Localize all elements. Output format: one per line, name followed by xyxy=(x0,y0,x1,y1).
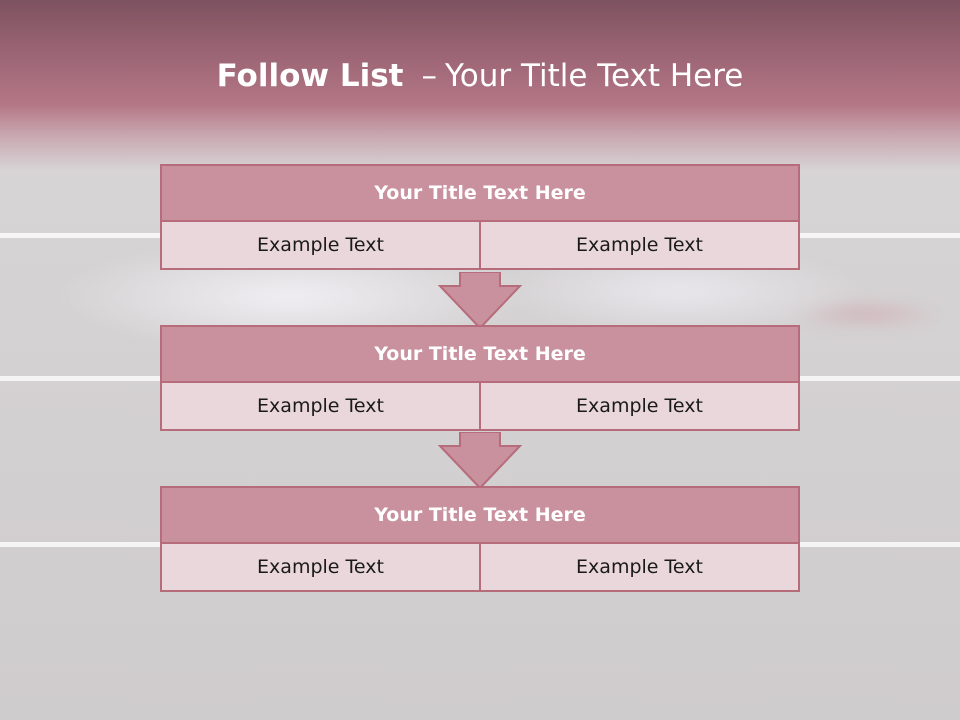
slide-title: Follow List–Your Title Text Here xyxy=(0,56,960,96)
step-title: Your Title Text Here xyxy=(162,327,798,383)
step-box-3: Your Title Text Here Example Text Exampl… xyxy=(160,486,800,592)
step-cell-left: Example Text xyxy=(162,544,479,590)
step-row: Example Text Example Text xyxy=(162,222,798,268)
step-row: Example Text Example Text xyxy=(162,544,798,590)
step-box-1: Your Title Text Here Example Text Exampl… xyxy=(160,164,800,270)
title-bold: Follow List xyxy=(216,58,404,94)
title-rest: Your Title Text Here xyxy=(444,58,744,94)
step-cell-right: Example Text xyxy=(479,222,798,268)
step-box-2: Your Title Text Here Example Text Exampl… xyxy=(160,325,800,431)
down-arrow-icon xyxy=(438,432,522,490)
step-cell-right: Example Text xyxy=(479,544,798,590)
step-cell-left: Example Text xyxy=(162,383,479,429)
step-title: Your Title Text Here xyxy=(162,166,798,222)
step-cell-right: Example Text xyxy=(479,383,798,429)
title-separator: – xyxy=(421,58,437,94)
header-band xyxy=(0,0,960,170)
step-cell-left: Example Text xyxy=(162,222,479,268)
step-title: Your Title Text Here xyxy=(162,488,798,544)
step-row: Example Text Example Text xyxy=(162,383,798,429)
down-arrow-icon xyxy=(438,272,522,330)
